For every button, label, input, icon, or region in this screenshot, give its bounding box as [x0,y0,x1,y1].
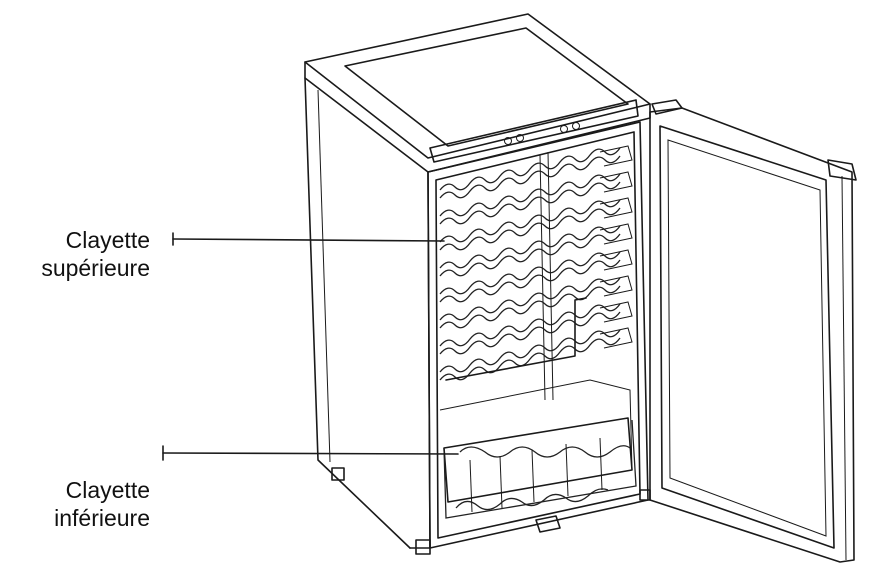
rack-wire [439,207,621,251]
rack-wire [439,173,621,217]
top-shelf-label: Clayette supérieure [0,226,150,282]
callout-top-shelf-leader [172,232,445,246]
rack-wire [439,155,621,199]
top-shelf-label-line1: Clayette [65,227,150,253]
rack-wire [439,329,621,373]
rack-wire [439,233,621,277]
rack-end-bracket [599,223,633,245]
glass-door [649,99,857,563]
rack-wire [439,303,621,347]
bottom-shelf-label-line2: inférieure [54,505,150,531]
bottom-shelf-label-line1: Clayette [65,477,150,503]
cabinet-top [304,13,651,173]
rack-wire [439,225,621,269]
rack-wire [439,181,621,225]
cabinet-side [304,77,431,549]
rack-wire [439,199,621,243]
back-wall [439,151,633,471]
rack-end-bracket [599,249,633,271]
rack-end-bracket [599,197,633,219]
callout-bottom-shelf-leader [162,445,459,461]
rack-wire [439,311,621,355]
rack-end-bracket [599,327,633,349]
rack-end-bracket [599,171,633,193]
upper-wine-racks [439,145,633,381]
rack-end-bracket [599,275,633,297]
rack-wire [439,259,621,303]
rack-wire [439,285,621,329]
rack-wire [439,277,621,321]
rack-end-bracket [599,145,633,167]
control-panel [429,99,639,163]
rack-wire [439,251,621,295]
bottom-shelf-label: Clayette inférieure [0,476,150,532]
bottom-drawer-shelf [443,417,637,519]
rack-wire [439,337,621,381]
rack-wire [439,147,621,191]
top-shelf-label-line2: supérieure [41,255,150,281]
rack-end-bracket [599,301,633,323]
